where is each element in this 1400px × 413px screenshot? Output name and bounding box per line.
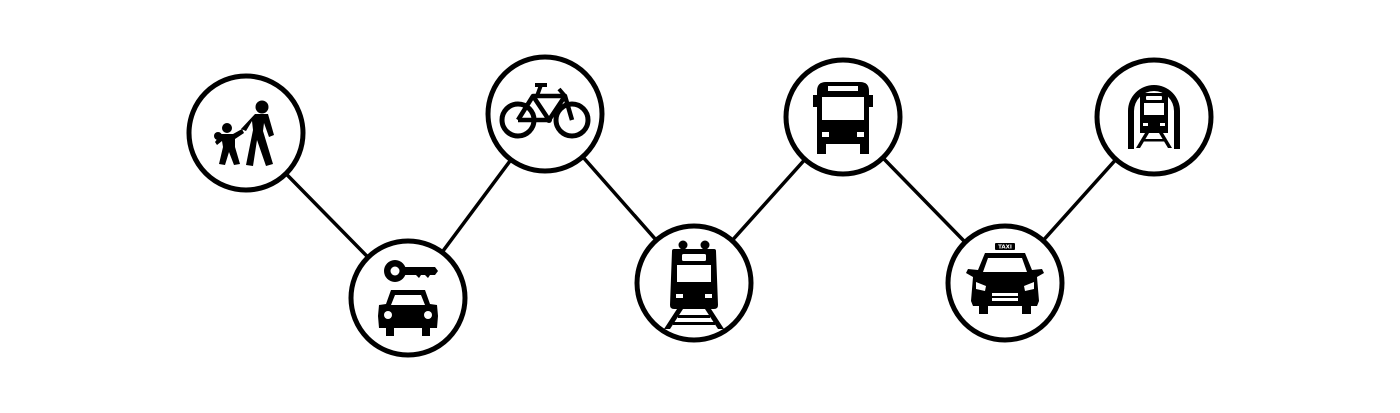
node-car-rental — [348, 238, 468, 358]
taxi-icon: TAXI — [966, 243, 1044, 314]
node-walking-circle — [186, 73, 306, 193]
node-bus — [783, 57, 903, 177]
metro-tunnel-icon — [1128, 85, 1180, 149]
node-subway — [1094, 57, 1214, 177]
train-front-icon — [664, 240, 724, 329]
taxi-sign-text: TAXI — [998, 244, 1012, 250]
car-with-key-icon — [378, 260, 438, 336]
node-train — [634, 223, 754, 343]
node-taxi: TAXI — [945, 223, 1065, 343]
pedestrian-adult-child-icon — [214, 100, 274, 166]
node-bicycle — [485, 54, 605, 174]
node-walking — [186, 73, 306, 193]
bus-front-icon — [813, 82, 873, 154]
bicycle-icon — [499, 83, 591, 139]
